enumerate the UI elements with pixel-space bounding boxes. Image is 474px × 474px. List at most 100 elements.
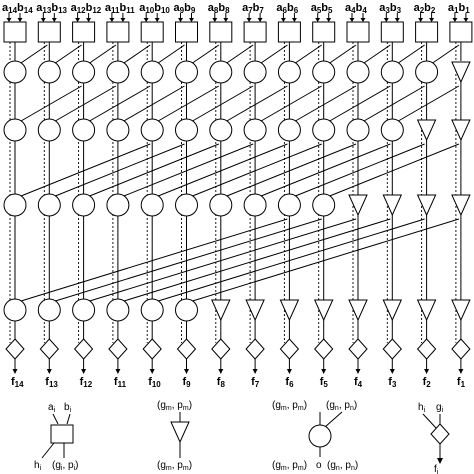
pg-cell-square (209, 21, 233, 43)
input-arrowhead (75, 18, 81, 22)
prefix-wire-level-1 (55, 44, 82, 64)
black-cell-level-2 (243, 118, 267, 142)
sum-cell-diamond (176, 338, 197, 360)
black-cell-level-1 (380, 60, 404, 84)
buffer-level-4 (451, 299, 471, 322)
prefix-wire-level-4 (192, 218, 460, 302)
sum-cell-diamond (211, 338, 231, 360)
prefix-wire-level-2 (329, 85, 391, 122)
legend-sum-g: gi (436, 402, 444, 414)
output-arrowhead (46, 369, 52, 374)
black-cell-level-3 (175, 193, 198, 217)
input-arrowhead (17, 18, 23, 22)
output-label-4: f4 (354, 376, 363, 389)
prefix-wire-level-1 (192, 44, 220, 64)
legend-sum-arrowhead (437, 458, 443, 464)
prefix-wire-level-3 (55, 143, 185, 197)
prefix-wire-level-1 (398, 44, 425, 64)
output-label-14: f14 (11, 376, 24, 389)
input-arrowhead (189, 18, 194, 22)
black-cell-level-4 (3, 298, 27, 322)
pg-cell-square (140, 21, 164, 43)
input-label-13: a13b13 (36, 2, 67, 15)
output-label-10: f10 (148, 376, 161, 389)
input-label-8: a8b8 (208, 2, 230, 15)
output-arrowhead (81, 369, 87, 374)
prefix-wire-level-3 (123, 143, 254, 197)
prefix-wire-level-1 (329, 44, 357, 64)
buffer-level-3 (348, 194, 368, 217)
output-arrowhead (184, 369, 189, 374)
black-cell-level-4 (72, 298, 96, 322)
black-cell-level-2 (37, 118, 61, 142)
black-cell-level-2 (3, 118, 27, 142)
prefix-wire-level-3 (192, 143, 322, 197)
output-arrowhead (115, 369, 121, 374)
input-arrowhead (429, 18, 435, 22)
buffer-level-4 (416, 299, 437, 322)
pg-cell-square (380, 21, 404, 43)
black-cell-level-4 (175, 298, 198, 322)
input-arrowhead (326, 18, 332, 22)
legend-black-o: o (316, 460, 322, 471)
prefix-wire-level-1 (295, 44, 322, 64)
legend-black-in2-wire (324, 411, 343, 428)
black-cell-level-2 (380, 118, 404, 142)
legend-buffer-in: (gm, pm) (157, 400, 192, 412)
prefix-wire-level-2 (55, 85, 117, 122)
legend-sum-f: fi (434, 464, 439, 474)
output-arrowhead (458, 369, 464, 374)
output-arrowhead (389, 369, 395, 374)
buffer-level-4 (382, 299, 403, 322)
pg-cell-square (243, 21, 267, 43)
input-arrowhead (257, 18, 263, 22)
input-arrowhead (315, 18, 321, 22)
legend-buffer-out: (gm, pm) (157, 460, 192, 472)
output-label-12: f12 (80, 376, 93, 389)
black-cell-level-4 (106, 298, 130, 322)
black-cell-level-4 (140, 298, 164, 322)
black-cell-level-3 (106, 193, 130, 217)
output-label-13: f13 (45, 376, 58, 389)
sum-cell-diamond (108, 338, 128, 360)
black-cell-level-4 (37, 298, 61, 322)
black-cell-level-2 (175, 118, 198, 142)
input-label-9: a9b9 (174, 2, 196, 15)
nodes (3, 21, 473, 360)
input-arrowhead (418, 18, 424, 22)
output-arrowhead (218, 369, 224, 374)
prefix-wire-level-2 (192, 85, 254, 122)
pg-cell-square (312, 21, 336, 43)
output-arrowhead (355, 369, 361, 374)
output-label-6: f6 (285, 376, 294, 389)
output-label-3: f3 (388, 376, 397, 389)
input-label-3: a3b3 (379, 2, 401, 15)
wires (6, 13, 469, 374)
black-cell-level-1 (37, 60, 61, 84)
legend-buffer-triangle (170, 421, 190, 444)
pg-cell-square (449, 21, 473, 43)
input-label-4: a4b4 (345, 2, 367, 15)
input-arrowhead (383, 18, 389, 22)
output-label-8: f8 (217, 376, 226, 389)
output-arrowhead (321, 369, 327, 374)
buffer-level-4 (279, 299, 300, 322)
input-arrowhead (178, 18, 183, 22)
legend-sum-h: hi (418, 402, 426, 414)
input-arrowhead (360, 18, 366, 22)
input-arrowhead (394, 18, 400, 22)
legend-pg-h: hi (34, 460, 42, 472)
legend-pg-b: bi (64, 402, 72, 414)
prefix-wire-level-1 (89, 44, 117, 64)
input-arrowhead (154, 18, 160, 22)
prefix-wire-level-3 (226, 143, 357, 197)
output-arrowhead (252, 369, 258, 374)
prefix-wire-level-4 (123, 218, 391, 302)
prefix-wire-level-3 (158, 143, 288, 197)
pg-cell-square (72, 21, 96, 43)
input-arrowhead (452, 18, 458, 22)
sum-cell-diamond (245, 338, 265, 360)
input-arrowhead (86, 18, 92, 22)
prefix-wire-level-2 (123, 85, 185, 122)
